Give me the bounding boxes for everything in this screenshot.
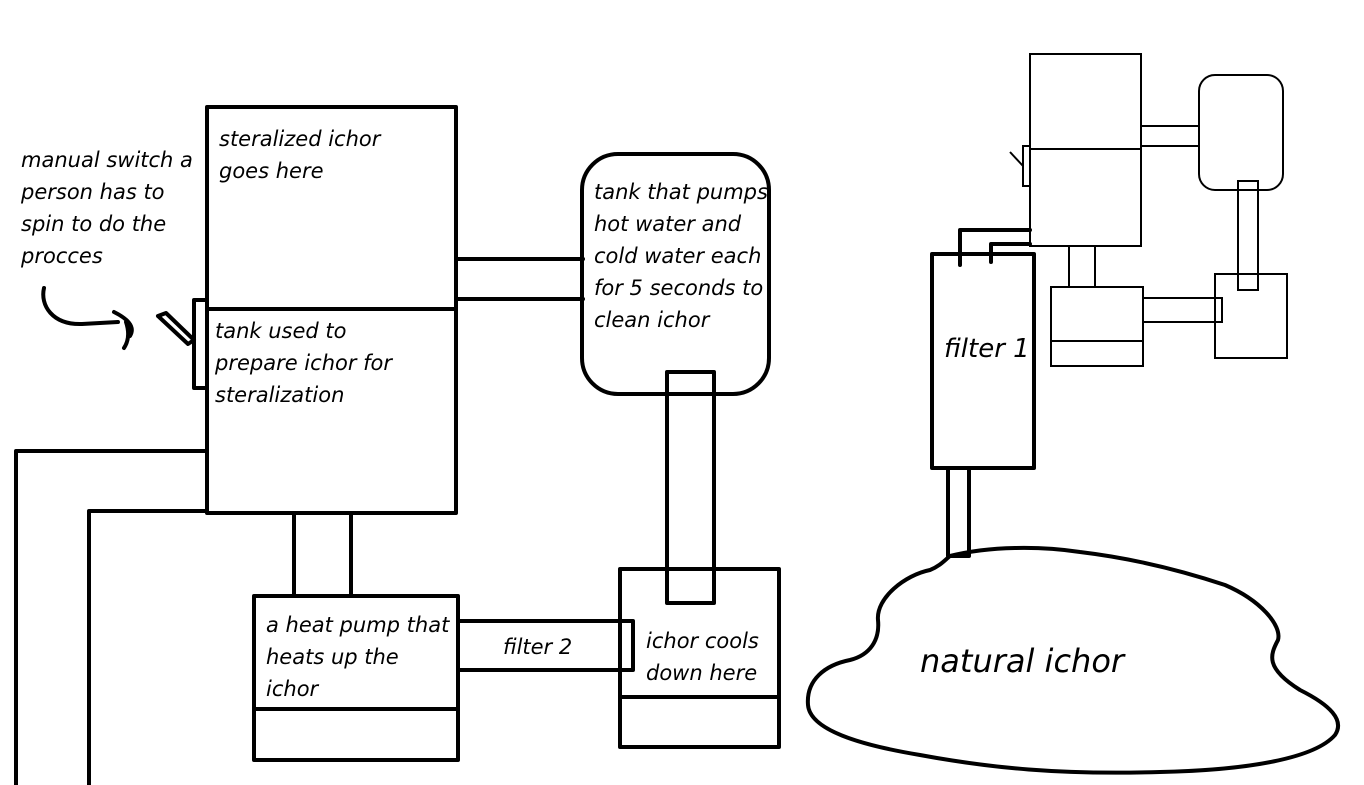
sterilized-tank-label: steralized ichor goes here [219, 127, 381, 183]
wash-tank [580, 152, 771, 396]
filter-2 [456, 619, 635, 672]
manual-switch-lever [156, 311, 196, 346]
mini-switch-lever [1009, 151, 1024, 167]
mini-heat-pump [1050, 286, 1144, 367]
prep-tank-label: tank used to prepare ichor for steraliza… [215, 319, 393, 407]
mini-filter [1142, 297, 1223, 323]
pipe-filter-to-pool [946, 466, 971, 558]
mini-pipe-wash-to-cool [1237, 180, 1259, 291]
mini-upper-tank [1029, 53, 1142, 150]
natural-ichor-label: natural ichor [920, 642, 1125, 680]
pipe-filter-to-mini-b [989, 242, 1032, 264]
prep-tank [205, 307, 458, 515]
mini-cooling-tank [1214, 273, 1288, 359]
natural-ichor-pool [805, 545, 1341, 775]
outlet-pipe-outer [14, 449, 209, 785]
filter-1-label: filter 1 [944, 334, 1030, 364]
wash-tank-label: tank that pumps hot water and cold water… [594, 180, 768, 332]
filter-2-label: filter 2 [503, 635, 573, 659]
heat-pump-label: a heat pump that heats up the ichor [266, 613, 450, 701]
filter-1 [930, 252, 1036, 470]
manual-switch-label: manual switch a person has to spin to do… [21, 148, 193, 268]
pipe-wash-to-cool [665, 370, 716, 605]
mini-wash-tank [1198, 74, 1284, 191]
mini-pipe-to-heat-pump [1068, 245, 1096, 288]
outlet-pipe-inner [87, 509, 209, 785]
manual-switch-handle [192, 298, 209, 390]
heat-pump [252, 594, 460, 762]
pipe-filter-to-mini-a [958, 228, 1032, 267]
curved-arrow-icon [41, 286, 134, 350]
mini-switch [1022, 145, 1031, 187]
cooling-tank [618, 567, 781, 749]
mini-lower-tank [1029, 148, 1142, 247]
mini-pipe-to-wash [1140, 125, 1200, 147]
cooling-tank-label: ichor cools down here [646, 629, 759, 685]
